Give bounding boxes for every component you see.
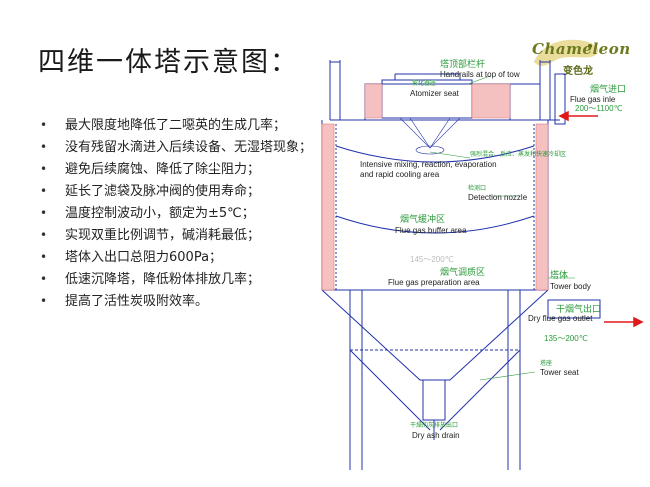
atomizer-en-label: Atomizer seat bbox=[410, 89, 460, 98]
page-title: 四维一体塔示意图： bbox=[38, 47, 299, 78]
body-cn-label: 塔体 bbox=[550, 269, 568, 280]
list-item: 低速沉降塔，降低粉体排放几率； bbox=[40, 270, 312, 289]
list-item: 塔体入出口总阻力600Pa； bbox=[40, 248, 312, 267]
buffer-temp-label: 145～200℃ bbox=[410, 255, 454, 264]
mixing-cn-label: 强烈混合、反应、蒸发和快速冷却区 bbox=[470, 150, 566, 158]
inlet-cn-label: 烟气进口 bbox=[590, 83, 626, 94]
chameleon-logo-icon bbox=[534, 39, 599, 66]
list-item: 延长了滤袋及脉冲阀的使用寿命； bbox=[40, 182, 312, 201]
inlet-en-label: Flue gas inle bbox=[570, 95, 616, 104]
atomizer-cn-label: 雾化器座 bbox=[412, 79, 436, 87]
nozzle-en-label: Detection nozzle bbox=[468, 193, 528, 202]
nozzle-cn-label: 检测口 bbox=[468, 184, 486, 192]
outlet-cn-label: 干烟气出口 bbox=[556, 303, 601, 314]
list-item: 提高了活性炭吸附效率。 bbox=[40, 292, 312, 311]
logo-text: Chameleon bbox=[532, 40, 631, 58]
handrails-en-label: Handrails at top of tow bbox=[440, 70, 520, 79]
inlet-temp-label: 200～1100℃ bbox=[575, 104, 623, 113]
insulation-layer bbox=[321, 83, 549, 291]
handrails-cn-label: 塔顶部栏杆 bbox=[440, 58, 485, 69]
prep-cn-label: 烟气调质区 bbox=[440, 266, 485, 277]
drain-cn-label: 干燥的灰排放出口 bbox=[410, 421, 458, 429]
buffer-en-label: Flue gas buffer area bbox=[395, 226, 467, 235]
drain-en-label: Dry ash drain bbox=[412, 431, 460, 440]
list-item: 实现双重比例调节，碱消耗最低； bbox=[40, 226, 312, 245]
list-item: 避免后续腐蚀、降低了除尘阻力； bbox=[40, 160, 312, 179]
list-item: 温度控制波动小，额定为±5℃； bbox=[40, 204, 312, 223]
buffer-cn-label: 烟气缓冲区 bbox=[400, 213, 445, 224]
list-item: 最大限度地降低了二噁英的生成几率； bbox=[40, 116, 312, 135]
seat-en-label: Tower seat bbox=[540, 368, 579, 377]
tower-diagram: 塔顶部栏杆 Handrails at top of tow 雾化器座 Atomi… bbox=[321, 58, 644, 470]
body-en-label: Tower body bbox=[550, 282, 591, 291]
seat-cn-label: 塔座 bbox=[540, 359, 552, 367]
outlet-en-label: Dry flue gas outlet bbox=[528, 314, 593, 323]
prep-en-label: Flue gas preparation area bbox=[388, 278, 480, 287]
outlet-temp-label: 135～200℃ bbox=[544, 334, 588, 343]
list-item: 没有残留水滴进入后续设备、无湿塔现象； bbox=[40, 138, 312, 157]
mixing-en-label-2: and rapid cooling area bbox=[360, 170, 440, 179]
logo-subtitle: 变色龙 bbox=[563, 66, 593, 77]
bullet-list: 最大限度地降低了二噁英的生成几率； 没有残留水滴进入后续设备、无湿塔现象； 避免… bbox=[40, 116, 312, 314]
mixing-en-label-1: Intensive mixing, reaction, evaporation bbox=[360, 160, 497, 169]
